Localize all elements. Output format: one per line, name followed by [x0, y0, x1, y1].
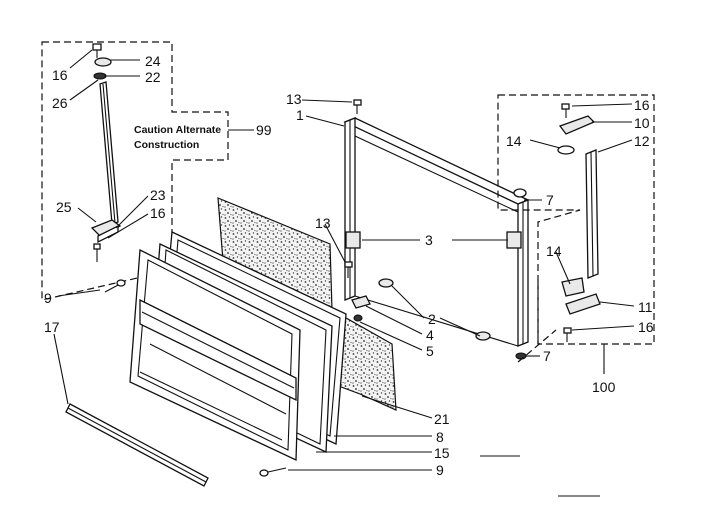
hinge-pin-5 — [353, 314, 363, 322]
frame-spacer-2 — [475, 331, 491, 341]
callout-10: 10 — [634, 115, 650, 131]
door-stop-bar-left — [99, 81, 119, 225]
callout-5: 5 — [426, 343, 434, 359]
callout-99: 99 — [256, 122, 272, 138]
frame-stop-top — [513, 188, 527, 198]
callout-9-bottom: 9 — [436, 462, 444, 478]
callout-13-top: 13 — [286, 91, 302, 107]
callout-17: 17 — [44, 319, 60, 335]
top-hinge-screw-right — [561, 103, 570, 118]
screw-9-left — [104, 279, 126, 293]
callout-14-bottom: 14 — [546, 243, 562, 259]
callout-7-top: 7 — [546, 192, 554, 208]
callout-14-top: 14 — [506, 133, 522, 149]
callout-12: 12 — [634, 133, 650, 149]
door-hinge-small — [351, 295, 371, 309]
callout-26: 26 — [52, 95, 68, 111]
callout-8: 8 — [436, 429, 444, 445]
top-hinge-right — [558, 115, 596, 135]
callout-9-left: 9 — [44, 290, 52, 306]
callout-22: 22 — [145, 69, 161, 85]
frame-screw-mid — [344, 261, 353, 278]
lower-bracket-outline — [517, 282, 557, 363]
frame-screw-top — [353, 99, 362, 114]
hinge-washer-left — [94, 57, 112, 67]
leader-lines — [53, 49, 635, 471]
bottom-hinge-screw-right — [563, 327, 572, 342]
alternate-construction-outline — [41, 41, 229, 301]
lower-hinge-left — [90, 219, 122, 244]
door-stop-bar-right — [585, 149, 599, 279]
frame-stop-bottom — [515, 352, 527, 360]
callout-100: 100 — [592, 379, 616, 395]
door-trim-bar — [65, 403, 209, 487]
hinge-washer-right — [557, 145, 575, 155]
callout-15: 15 — [434, 445, 450, 461]
top-hinge-screw-left — [92, 43, 102, 58]
frame-spacer-1 — [378, 278, 394, 288]
caption-line-1: Caution Alternate — [134, 124, 221, 136]
callout-2: 2 — [428, 311, 436, 327]
frame-bracket-right — [506, 231, 522, 249]
callout-16-right-top: 16 — [634, 97, 650, 113]
callout-1: 1 — [296, 107, 304, 123]
frame-bracket-left — [345, 231, 361, 249]
screw-9-bottom — [259, 467, 287, 477]
bottom-hinge-right — [565, 293, 601, 315]
callout-16-left-top: 16 — [52, 67, 68, 83]
callout-16-left-bottom: 16 — [150, 205, 166, 221]
callout-23: 23 — [150, 187, 166, 203]
callout-25: 25 — [56, 199, 72, 215]
lower-hinge-bracket-right — [561, 277, 585, 297]
lower-hinge-screw-left — [93, 243, 101, 262]
callout-4: 4 — [426, 327, 434, 343]
callout-13-mid: 13 — [315, 215, 331, 231]
caption-line-2: Construction — [134, 139, 199, 151]
callout-16-right-bottom: 16 — [638, 319, 654, 335]
callout-11: 11 — [638, 299, 653, 315]
callout-21: 21 — [434, 411, 450, 427]
callout-3: 3 — [425, 232, 433, 248]
liner-frame — [343, 117, 530, 347]
callout-7-bottom: 7 — [543, 348, 551, 364]
door-panel — [129, 248, 301, 462]
callout-24: 24 — [145, 53, 161, 69]
